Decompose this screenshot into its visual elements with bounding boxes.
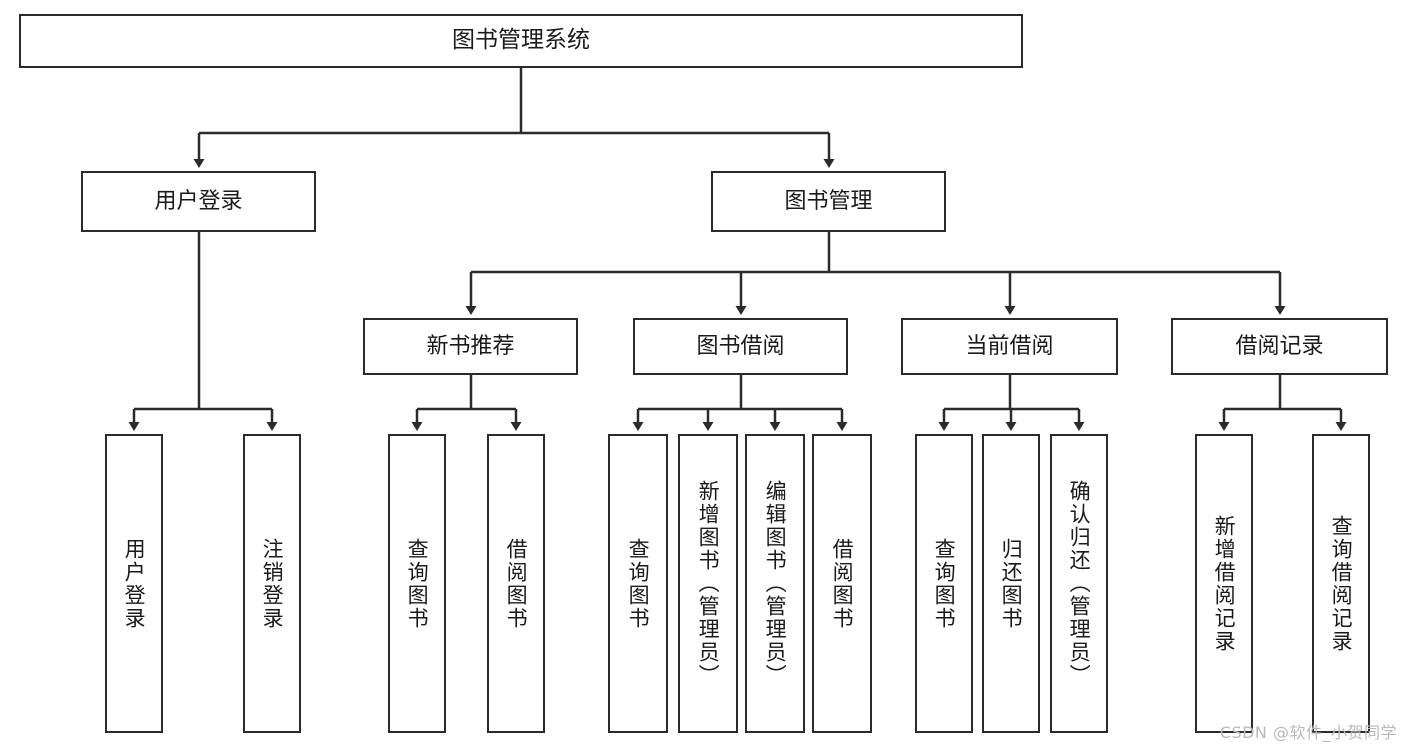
node-label: 查询图书 xyxy=(932,537,957,630)
node-label: 当前借阅 xyxy=(965,333,1054,359)
node-label: 查询图书 xyxy=(626,537,651,630)
node-leaf-query-book-1[interactable]: 查询图书 xyxy=(388,434,446,733)
node-label: 新增借阅记录 xyxy=(1212,514,1237,653)
node-label: 新增图书（管理员） xyxy=(696,480,721,687)
node-leaf-user-login[interactable]: 用户登录 xyxy=(105,434,163,733)
node-label: 注销登录 xyxy=(260,537,285,630)
node-user-login[interactable]: 用户登录 xyxy=(81,171,316,232)
node-label: 借阅记录 xyxy=(1235,333,1324,359)
node-label: 借阅图书 xyxy=(504,537,529,630)
node-label: 图书管理 xyxy=(784,188,873,214)
node-current-borrow[interactable]: 当前借阅 xyxy=(901,318,1118,375)
node-leaf-logout[interactable]: 注销登录 xyxy=(243,434,301,733)
node-book-manage[interactable]: 图书管理 xyxy=(711,171,946,232)
node-label: 确认归还（管理员） xyxy=(1067,480,1092,687)
node-label: 新书推荐 xyxy=(426,333,515,359)
node-leaf-return-book[interactable]: 归还图书 xyxy=(982,434,1040,733)
node-leaf-query-book-3[interactable]: 查询图书 xyxy=(915,434,973,733)
node-leaf-query-record[interactable]: 查询借阅记录 xyxy=(1312,434,1370,733)
edge-group xyxy=(128,68,1347,431)
watermark: CSDN @软件_小贺同学 xyxy=(1219,723,1397,742)
node-label: 用户登录 xyxy=(154,188,243,214)
node-label: 编辑图书（管理员） xyxy=(763,480,788,687)
node-leaf-borrow-book-1[interactable]: 借阅图书 xyxy=(487,434,545,733)
node-root[interactable]: 图书管理系统 xyxy=(19,14,1023,68)
node-label: 图书管理系统 xyxy=(452,27,590,54)
node-borrow-record[interactable]: 借阅记录 xyxy=(1171,318,1388,375)
node-label: 借阅图书 xyxy=(830,537,855,630)
node-leaf-add-record[interactable]: 新增借阅记录 xyxy=(1195,434,1253,733)
node-label: 归还图书 xyxy=(999,537,1024,630)
node-leaf-query-book-2[interactable]: 查询图书 xyxy=(608,434,668,733)
node-leaf-borrow-book-2[interactable]: 借阅图书 xyxy=(812,434,872,733)
node-label: 用户登录 xyxy=(122,537,147,630)
node-leaf-edit-book[interactable]: 编辑图书（管理员） xyxy=(745,434,805,733)
node-label: 查询图书 xyxy=(405,537,430,630)
node-label: 图书借阅 xyxy=(696,333,785,359)
node-leaf-confirm-return[interactable]: 确认归还（管理员） xyxy=(1050,434,1108,733)
node-leaf-add-book[interactable]: 新增图书（管理员） xyxy=(678,434,738,733)
node-new-book-rec[interactable]: 新书推荐 xyxy=(363,318,578,375)
node-book-borrow[interactable]: 图书借阅 xyxy=(633,318,848,375)
node-label: 查询借阅记录 xyxy=(1329,514,1354,653)
